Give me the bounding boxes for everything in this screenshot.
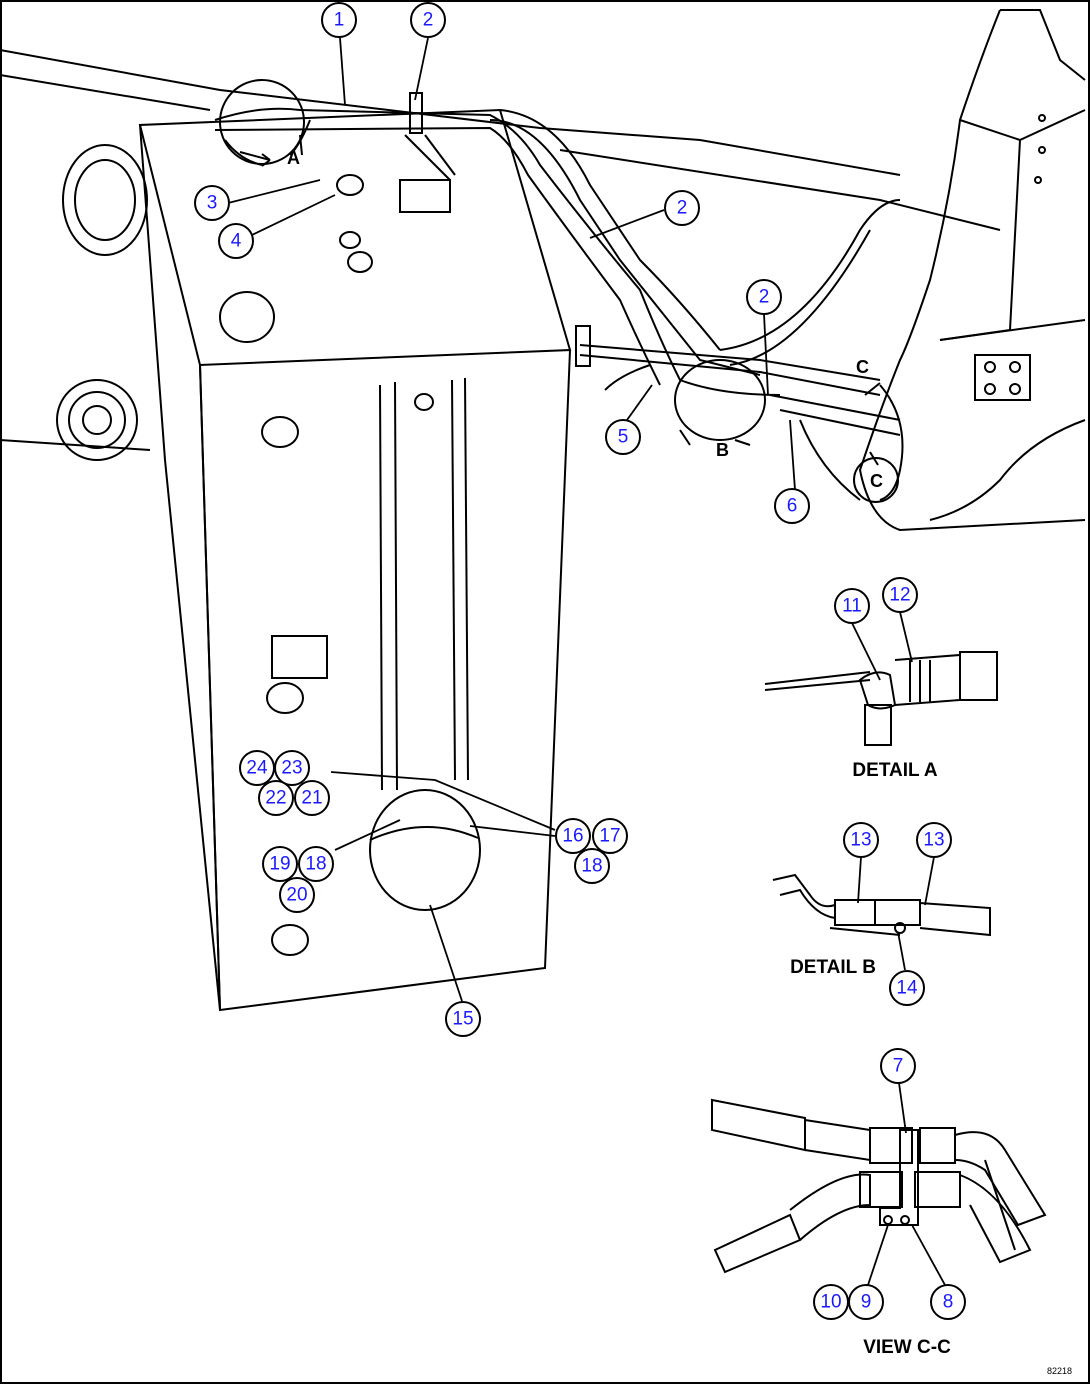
callout-17: 17 bbox=[592, 818, 628, 854]
svg-text:18: 18 bbox=[581, 856, 602, 877]
callout-12: 12 bbox=[882, 577, 918, 613]
callout-11: 11 bbox=[834, 588, 870, 624]
callout-18: 18 bbox=[298, 846, 334, 882]
callout-14: 14 bbox=[889, 970, 925, 1006]
svg-text:11: 11 bbox=[842, 596, 862, 617]
leader-lines bbox=[227, 37, 946, 1286]
svg-text:9: 9 bbox=[861, 1292, 872, 1313]
callout-3: 3 bbox=[194, 185, 230, 221]
svg-text:7: 7 bbox=[893, 1056, 904, 1077]
svg-text:5: 5 bbox=[618, 427, 629, 448]
svg-text:12: 12 bbox=[889, 585, 910, 606]
view-letter-b: B bbox=[716, 440, 729, 460]
svg-text:8: 8 bbox=[943, 1292, 954, 1313]
drawing-id: 82218 bbox=[1047, 1366, 1072, 1376]
callout-22: 22 bbox=[258, 780, 294, 816]
callout-8: 8 bbox=[930, 1284, 966, 1320]
svg-text:22: 22 bbox=[265, 788, 286, 809]
callout-13: 13 bbox=[916, 822, 952, 858]
view-arrows bbox=[239, 134, 881, 466]
view-letter-a: A bbox=[287, 148, 300, 168]
svg-text:2: 2 bbox=[423, 10, 434, 31]
callout-10: 10 bbox=[813, 1284, 849, 1320]
callout-2: 2 bbox=[746, 279, 782, 315]
callout-1: 1 bbox=[321, 2, 357, 38]
svg-text:16: 16 bbox=[562, 826, 583, 847]
svg-text:24: 24 bbox=[246, 758, 268, 779]
svg-text:1: 1 bbox=[334, 10, 345, 31]
callout-15: 15 bbox=[445, 1001, 481, 1037]
svg-text:19: 19 bbox=[269, 854, 290, 875]
svg-text:17: 17 bbox=[599, 826, 620, 847]
callout-9: 9 bbox=[848, 1284, 884, 1320]
svg-text:20: 20 bbox=[286, 885, 307, 906]
svg-text:2: 2 bbox=[759, 287, 770, 308]
callout-2: 2 bbox=[410, 2, 446, 38]
callout-group: 1 2 3 4 2 2 5 6 11 12 24 23 22 21 16 17 … bbox=[194, 2, 966, 1320]
callout-21: 21 bbox=[294, 780, 330, 816]
line-art bbox=[0, 9, 1086, 1012]
svg-text:21: 21 bbox=[301, 788, 322, 809]
svg-text:23: 23 bbox=[281, 758, 302, 779]
callout-6: 6 bbox=[774, 488, 810, 524]
callout-4: 4 bbox=[218, 223, 254, 259]
view-letter-c-bottom: C bbox=[870, 471, 883, 491]
svg-text:6: 6 bbox=[787, 496, 798, 517]
svg-text:18: 18 bbox=[305, 854, 326, 875]
svg-text:13: 13 bbox=[850, 830, 871, 851]
callout-20: 20 bbox=[279, 877, 315, 913]
view-cc-art bbox=[711, 1098, 1047, 1274]
callout-16: 16 bbox=[555, 818, 591, 854]
svg-text:13: 13 bbox=[923, 830, 944, 851]
view-letter-c-top: C bbox=[856, 357, 869, 377]
callout-19: 19 bbox=[262, 846, 298, 882]
callout-13: 13 bbox=[843, 822, 879, 858]
callout-7: 7 bbox=[880, 1048, 916, 1084]
svg-text:10: 10 bbox=[820, 1292, 841, 1313]
svg-text:4: 4 bbox=[231, 231, 242, 252]
callout-18: 18 bbox=[574, 848, 610, 884]
callout-2: 2 bbox=[664, 190, 700, 226]
detail-b-art bbox=[772, 873, 991, 937]
svg-text:3: 3 bbox=[207, 193, 218, 214]
callout-23: 23 bbox=[274, 750, 310, 786]
caption-view-cc: VIEW C-C bbox=[863, 1337, 951, 1358]
svg-text:15: 15 bbox=[452, 1009, 473, 1030]
svg-text:2: 2 bbox=[677, 198, 688, 219]
caption-detail-b: DETAIL B bbox=[790, 957, 876, 978]
svg-text:14: 14 bbox=[896, 978, 918, 999]
caption-detail-a: DETAIL A bbox=[852, 760, 937, 781]
callout-5: 5 bbox=[605, 419, 641, 455]
detail-a-art bbox=[764, 651, 998, 746]
callout-24: 24 bbox=[239, 750, 275, 786]
